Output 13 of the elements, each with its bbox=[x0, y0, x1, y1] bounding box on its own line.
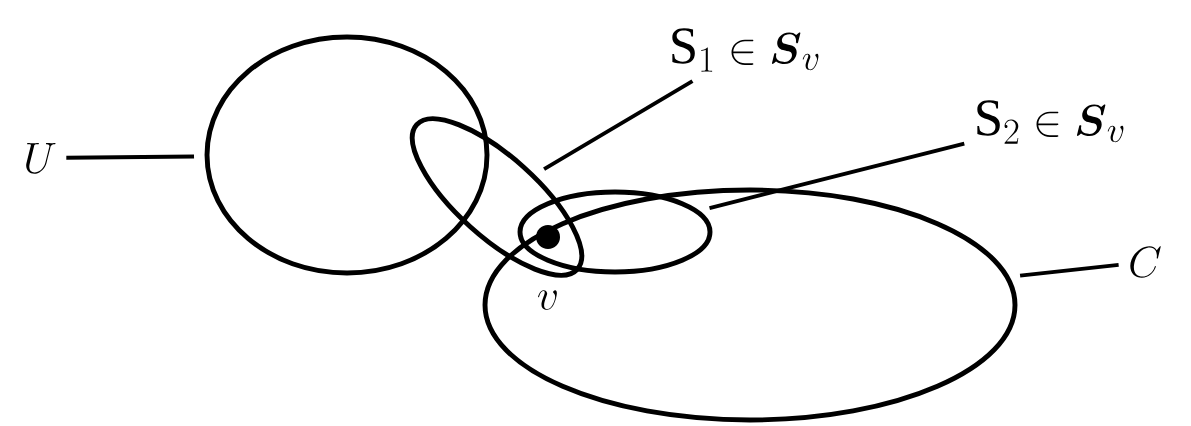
ellipse bbox=[204, 34, 490, 276]
point-label: $v$ bbox=[538, 290, 557, 310]
leader-label: $U$ bbox=[26, 143, 56, 174]
ellipse bbox=[482, 187, 1018, 423]
leader-label: $\mathrm{S}_2 \in \boldsymbol{S}_v$ bbox=[977, 100, 1124, 144]
leader-line bbox=[1019, 262, 1119, 278]
point-dot bbox=[536, 225, 560, 249]
leader-label: $C$ bbox=[1130, 246, 1161, 278]
ellipse bbox=[517, 189, 713, 275]
leader-label: $\mathrm{S}_1 \in \boldsymbol{S}_v$ bbox=[672, 28, 819, 72]
leader-line bbox=[66, 154, 195, 160]
leader-line bbox=[709, 141, 965, 210]
leader-line bbox=[543, 79, 694, 171]
